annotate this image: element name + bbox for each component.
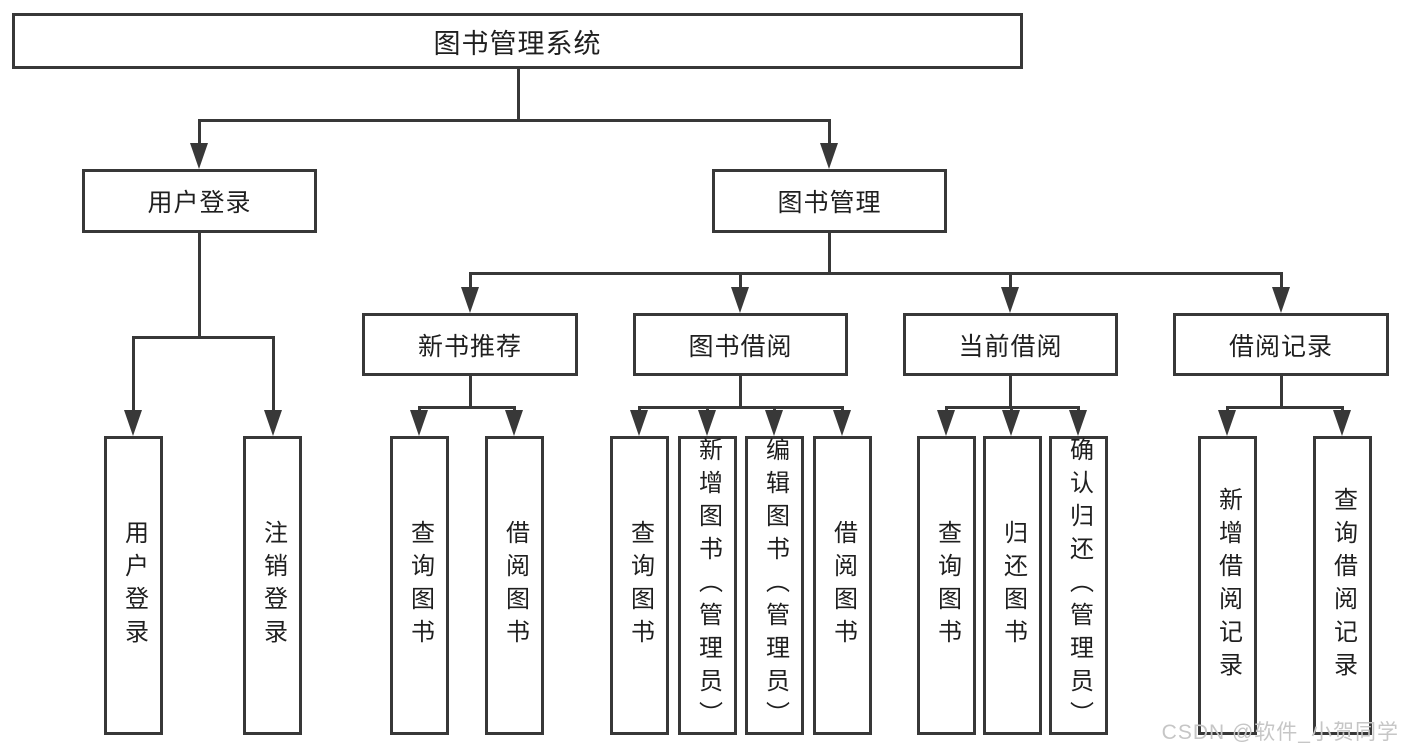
arrowhead [820, 143, 838, 169]
leaf-add-books-admin-label: 新增图书（管理员） [694, 437, 722, 734]
leaf-add-borrow-record-label: 新增借阅记录 [1214, 486, 1242, 685]
node-user-login-label: 用户登录 [147, 189, 252, 217]
connector-line [198, 119, 201, 145]
arrowhead [731, 287, 749, 313]
leaf-return-books: 归还图书 [983, 436, 1042, 735]
node-borrowing-records: 借阅记录 [1173, 313, 1389, 376]
leaf-borrow-books-recommend-label: 借阅图书 [501, 519, 529, 652]
node-borrowing-records-label: 借阅记录 [1228, 332, 1333, 361]
connector-line [470, 272, 1282, 275]
connector-line [1009, 376, 1012, 406]
leaf-borrow-books: 借阅图书 [813, 436, 872, 735]
leaf-user-login: 用户登录 [104, 436, 163, 735]
connector-line [828, 233, 831, 272]
connector-line [132, 336, 135, 412]
arrowhead [1002, 410, 1020, 436]
leaf-logout: 注销登录 [243, 436, 302, 735]
arrowhead [461, 287, 479, 313]
leaf-borrow-books-label: 借阅图书 [829, 519, 857, 652]
leaf-add-borrow-record: 新增借阅记录 [1198, 436, 1257, 735]
node-current-borrowing-label: 当前借阅 [958, 332, 1063, 361]
leaf-edit-books-admin: 编辑图书（管理员） [745, 436, 804, 735]
leaf-confirm-return-admin: 确认归还（管理员） [1049, 436, 1108, 735]
node-book-borrowing-label: 图书借阅 [688, 332, 793, 361]
arrowhead [630, 410, 648, 436]
connector-line [739, 376, 742, 406]
arrowhead [698, 410, 716, 436]
arrowhead [410, 410, 428, 436]
node-book-borrowing: 图书借阅 [633, 313, 848, 376]
connector-line [1280, 272, 1283, 288]
connector-line [1280, 376, 1283, 406]
leaf-borrow-books-recommend: 借阅图书 [485, 436, 544, 735]
connector-line [739, 272, 742, 288]
node-new-book-recommend-label: 新书推荐 [417, 332, 522, 361]
node-root-label: 图书管理系统 [433, 28, 602, 59]
leaf-query-books-borrowing: 查询图书 [610, 436, 669, 735]
leaf-edit-books-admin-label: 编辑图书（管理员） [761, 437, 789, 734]
leaf-add-books-admin: 新增图书（管理员） [678, 436, 737, 735]
arrowhead [937, 410, 955, 436]
node-book-management: 图书管理 [712, 169, 947, 233]
csdn-watermark: CSDN @软件_小贺同学 [1161, 721, 1399, 744]
leaf-query-books-recommend: 查询图书 [390, 436, 449, 735]
connector-line [1009, 272, 1012, 288]
leaf-query-books-recommend-label: 查询图书 [406, 519, 434, 652]
connector-line [132, 336, 275, 339]
arrowhead [1218, 410, 1236, 436]
connector-line [198, 233, 201, 336]
arrowhead [1069, 410, 1087, 436]
leaf-query-books-current: 查询图书 [917, 436, 976, 735]
node-current-borrowing: 当前借阅 [903, 313, 1118, 376]
leaf-return-books-label: 归还图书 [999, 519, 1027, 652]
leaf-query-books-borrowing-label: 查询图书 [626, 519, 654, 652]
connector-line [198, 119, 831, 122]
connector-line [828, 119, 831, 145]
arrowhead [765, 410, 783, 436]
arrowhead [264, 410, 282, 436]
leaf-user-login-label: 用户登录 [120, 519, 148, 652]
leaf-query-borrow-record-label: 查询借阅记录 [1329, 486, 1357, 685]
arrowhead [1001, 287, 1019, 313]
node-new-book-recommend: 新书推荐 [362, 313, 578, 376]
node-root: 图书管理系统 [12, 13, 1023, 69]
connector-line [469, 272, 472, 288]
arrowhead [505, 410, 523, 436]
connector-line [272, 336, 275, 412]
leaf-confirm-return-admin-label: 确认归还（管理员） [1065, 437, 1093, 734]
connector-line [517, 69, 520, 119]
leaf-query-borrow-record: 查询借阅记录 [1313, 436, 1372, 735]
connector-line [418, 406, 516, 409]
leaf-logout-label: 注销登录 [259, 519, 287, 652]
arrowhead [1272, 287, 1290, 313]
arrowhead [190, 143, 208, 169]
connector-line [469, 376, 472, 406]
connector-line [1226, 406, 1343, 409]
connector-line [638, 406, 844, 409]
arrowhead [833, 410, 851, 436]
node-book-management-label: 图书管理 [777, 189, 882, 217]
arrowhead [1333, 410, 1351, 436]
arrowhead [124, 410, 142, 436]
node-user-login: 用户登录 [82, 169, 317, 233]
leaf-query-books-current-label: 查询图书 [933, 519, 961, 652]
